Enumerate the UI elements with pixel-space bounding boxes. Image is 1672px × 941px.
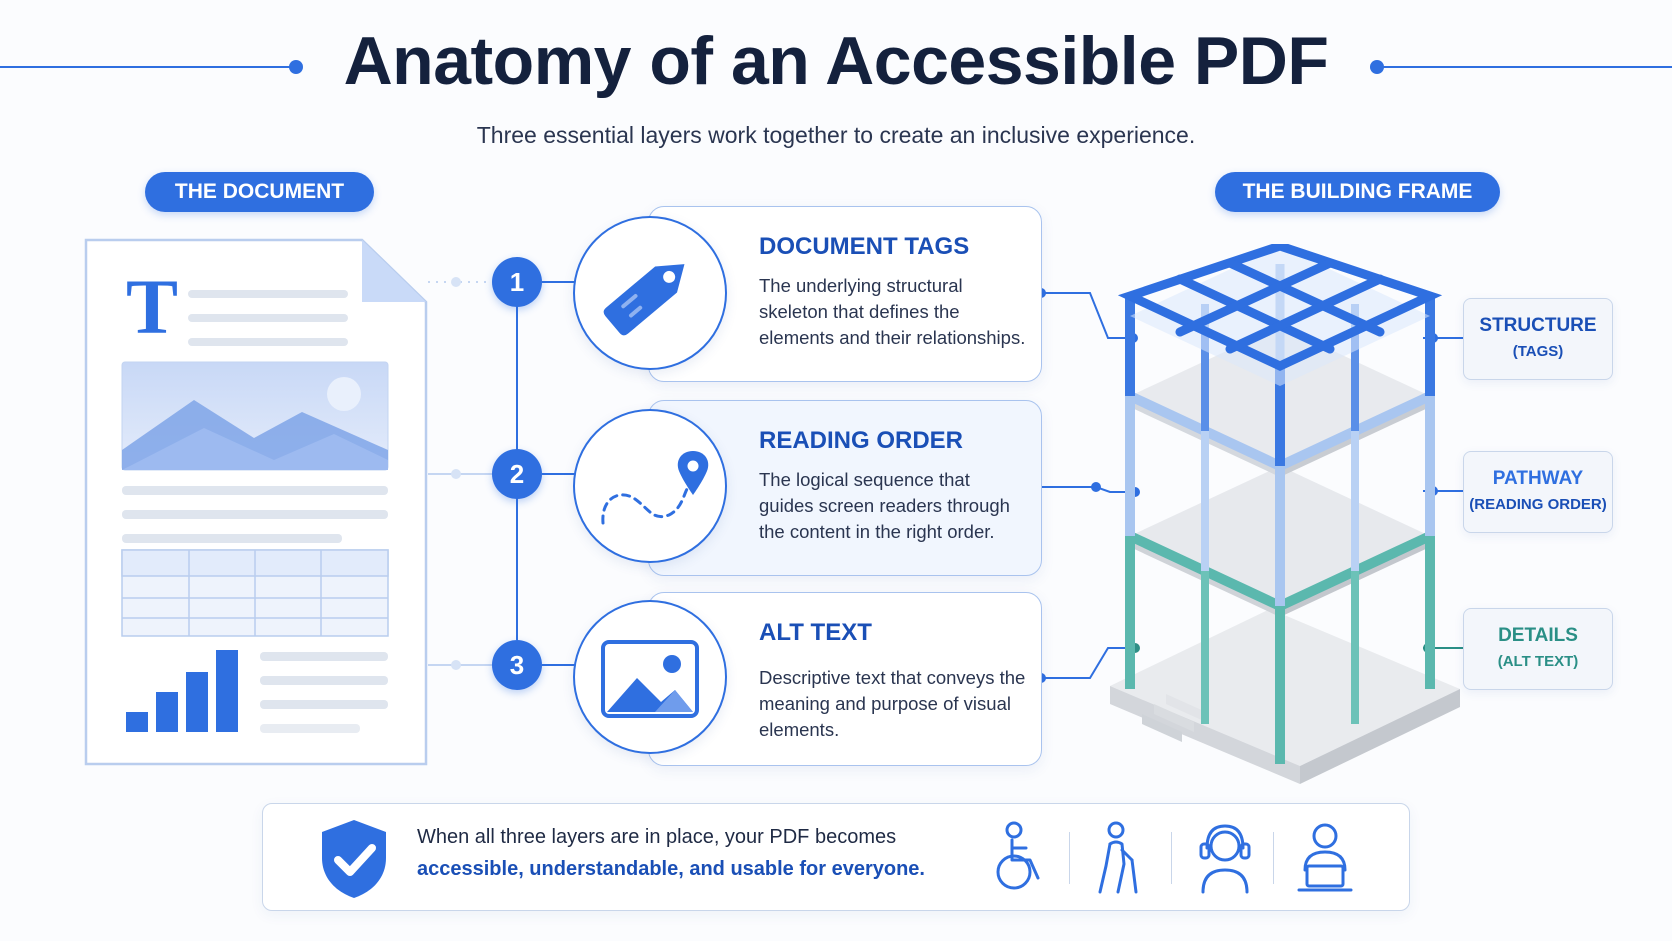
card-body: Descriptive text that conveys the meanin… xyxy=(759,667,1026,740)
structure-label: STRUCTURE (TAGS) xyxy=(1463,298,1613,380)
page-subtitle: Three essential layers work together to … xyxy=(476,122,1196,148)
person-with-cane-icon xyxy=(1098,821,1138,894)
step-number-3: 3 xyxy=(492,640,542,690)
card-heading: DOCUMENT TAGS xyxy=(759,233,970,260)
icon-circle-alt-text xyxy=(573,600,727,754)
card-heading: ALT TEXT xyxy=(759,619,872,646)
icon-divider xyxy=(1273,832,1274,884)
pathway-label-sub: (READING ORDER) xyxy=(1469,496,1607,513)
title-rule-left xyxy=(0,66,295,68)
title-rule-right xyxy=(1376,66,1672,68)
building-frame-illustration xyxy=(1110,244,1460,784)
wheelchair-user-icon xyxy=(996,821,1040,890)
document-illustration: T xyxy=(84,238,428,766)
tag-icon xyxy=(603,264,685,336)
document-title-letter: T xyxy=(126,263,179,350)
image-icon xyxy=(601,640,699,718)
title-rule-left-dot xyxy=(289,60,303,74)
step-number-1: 1 xyxy=(492,257,542,307)
card-body: The underlying structural skeleton that … xyxy=(759,275,1026,348)
laptop-user-icon xyxy=(1297,823,1353,892)
summary-footer: When all three layers are in place, your… xyxy=(262,803,1410,911)
the-document-label: THE DOCUMENT xyxy=(145,172,374,212)
shield-check-icon xyxy=(322,820,386,898)
footer-emphasis: accessible, understandable, and usable f… xyxy=(417,858,925,880)
icon-circle-tags xyxy=(573,216,727,370)
the-building-frame-label: THE BUILDING FRAME xyxy=(1215,172,1500,212)
headset-user-icon xyxy=(1199,824,1251,894)
structure-label-title: STRUCTURE xyxy=(1479,315,1597,336)
route-pin-icon xyxy=(601,451,709,525)
page-title: Anatomy of an Accessible PDF xyxy=(343,23,1329,99)
pathway-label-title: PATHWAY xyxy=(1492,468,1584,489)
details-label: DETAILS (ALT TEXT) xyxy=(1463,608,1613,690)
footer-statement: When all three layers are in place, your… xyxy=(417,826,897,848)
icon-divider xyxy=(1069,832,1070,884)
pathway-label: PATHWAY (READING ORDER) xyxy=(1463,451,1613,533)
card-body: The logical sequence that guides screen … xyxy=(759,469,1010,542)
step-number-2: 2 xyxy=(492,449,542,499)
structure-label-sub: (TAGS) xyxy=(1512,343,1564,360)
icon-divider xyxy=(1171,832,1172,884)
details-label-title: DETAILS xyxy=(1498,625,1578,646)
card-heading: READING ORDER xyxy=(759,427,964,454)
icon-circle-reading-order xyxy=(573,409,727,563)
details-label-sub: (ALT TEXT) xyxy=(1497,653,1579,670)
